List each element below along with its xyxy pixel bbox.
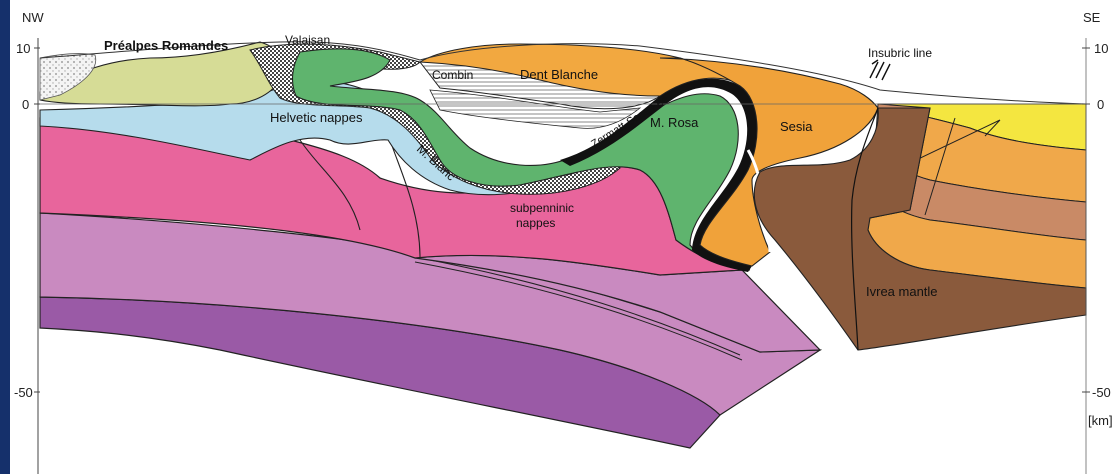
label-helvetic-nappes: Helvetic nappes [270,110,363,125]
label-subpenninic-nappes-line1: subpenninic [510,201,574,215]
right-tick-label-minus50: -50 [1092,385,1111,400]
label-ivrea-mantle: Ivrea mantle [866,284,938,299]
depth-unit-label: [km] [1088,413,1113,428]
left-tick-label-minus50: -50 [14,385,33,400]
label-subpenninic-nappes-line2: nappes [516,216,555,230]
right-tick-label-10: 10 [1094,41,1108,56]
insubric-thrust-arrows [870,60,890,80]
label-valaisan: Valaisan [285,33,330,47]
label-insubric-line: Insubric line [868,46,932,60]
label-prealpes-romandes: Préalpes Romandes [104,38,228,53]
orientation-se: SE [1083,10,1101,25]
left-tick-label-0: 0 [22,97,29,112]
right-tick-label-0: 0 [1097,97,1104,112]
label-sesia: Sesia [780,119,813,134]
left-tick-label-10: 10 [16,41,30,56]
label-dent-blanche: Dent Blanche [520,67,598,82]
label-m-rosa: M. Rosa [650,115,699,130]
label-combin: Combin [432,68,473,82]
orientation-nw: NW [22,10,44,25]
